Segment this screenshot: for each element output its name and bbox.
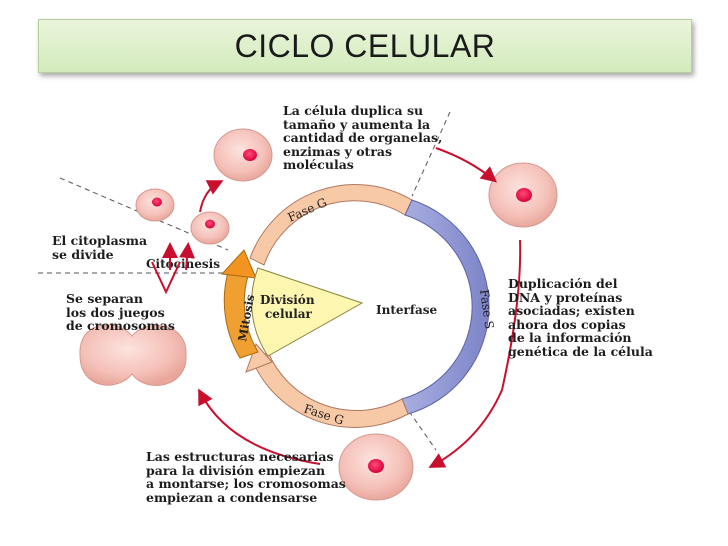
- label-interfase: Interfase: [376, 303, 438, 317]
- arrow-to-bottom-cell: [428, 239, 522, 468]
- label-s: Fase S: [477, 288, 496, 330]
- cell-small-upper: [135, 188, 175, 222]
- citocinesis-arrowhead: [220, 249, 257, 279]
- g1-band: [249, 184, 413, 266]
- nucleus: [243, 149, 257, 161]
- cell-top-right: [213, 128, 273, 182]
- arrow-down-v: [151, 261, 181, 295]
- nucleus: [516, 188, 532, 202]
- annotation-left-top: El citoplasma se divide: [52, 233, 148, 262]
- annotation-right: Duplicación del DNA y proteínas asociada…: [508, 276, 653, 359]
- arrow-to-right-cell: [435, 147, 498, 183]
- arrow-up-right: [179, 242, 195, 271]
- g2-arrowhead: [245, 343, 273, 373]
- cycle-ring: [220, 184, 490, 428]
- title-bar: CICLO CELULAR: [38, 19, 692, 73]
- cell-small-lower: [190, 211, 230, 245]
- annotation-top-right: La célula duplica su tamaño y aumenta la…: [283, 103, 443, 172]
- cell-right: [488, 162, 558, 228]
- label-division-1: División: [260, 293, 315, 307]
- nucleus: [152, 197, 162, 207]
- label-division-2: celular: [265, 307, 313, 321]
- label-citocinesis: Citocinesis: [146, 257, 220, 271]
- arrow-to-mitosis: [198, 388, 321, 465]
- mitosis-band: [223, 271, 259, 359]
- cell-dividing: [79, 324, 187, 386]
- annotation-bottom: Las estructuras necesarias para la divis…: [146, 449, 346, 505]
- cell-bottom: [338, 433, 414, 501]
- annotation-left-mid: Se separan los dos juegos de cromosomas: [66, 291, 175, 333]
- nucleus: [368, 459, 384, 473]
- dashed-line-right: [411, 111, 451, 197]
- nucleus: [205, 219, 215, 229]
- arrow-to-top-cell: [199, 180, 224, 213]
- page-title: CICLO CELULAR: [234, 27, 496, 64]
- division-wedge: [251, 267, 364, 357]
